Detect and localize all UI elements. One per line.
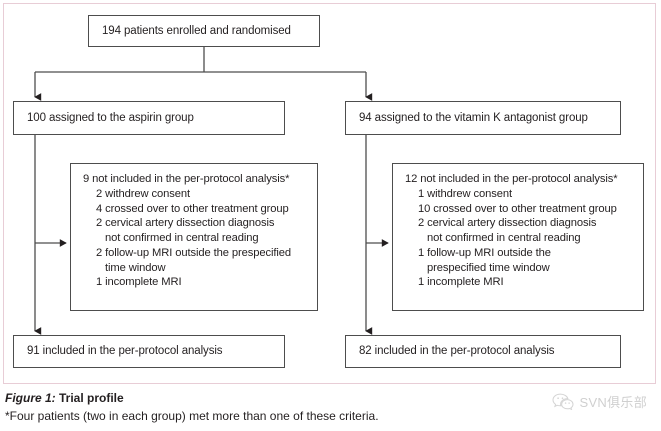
list-item-main: 2 follow-up MRI outside the prespecified bbox=[96, 246, 291, 259]
node-exclusions-aspirin: 9 not included in the per-protocol analy… bbox=[70, 163, 318, 311]
node-per-protocol-vitamin-k: 82 included in the per-protocol analysis bbox=[345, 335, 621, 368]
list-item-main: 2 cervical artery dissection diagnosis bbox=[418, 217, 597, 230]
list-item: 1 withdrew consent bbox=[418, 187, 633, 202]
list-item-main: 1 withdrew consent bbox=[418, 187, 512, 200]
node-enrolled: 194 patients enrolled and randomised bbox=[88, 15, 320, 47]
list-item-continuation: not confirmed in central reading bbox=[427, 232, 581, 245]
list-item: 10 crossed over to other treatment group bbox=[418, 202, 633, 217]
list-item-continuation: time window bbox=[105, 261, 166, 274]
node-aspirin-group: 100 assigned to the aspirin group bbox=[13, 101, 285, 135]
list-item: 1 follow-up MRI outside the prespecified… bbox=[418, 246, 633, 276]
wechat-icon bbox=[552, 393, 574, 410]
list-item: 2 cervical artery dissection diagnosis n… bbox=[418, 216, 633, 246]
list-item: 2 follow-up MRI outside the prespecified… bbox=[96, 246, 307, 276]
exclusions-aspirin-list: 2 withdrew consent 4 crossed over to oth… bbox=[83, 187, 307, 290]
node-exclusions-vitamin-k: 12 not included in the per-protocol anal… bbox=[392, 163, 644, 311]
list-item: 2 cervical artery dissection diagnosis n… bbox=[96, 216, 307, 246]
list-item-main: 2 cervical artery dissection diagnosis bbox=[96, 217, 275, 230]
caption-footnote: *Four patients (two in each group) met m… bbox=[5, 409, 379, 424]
node-per-protocol-aspirin: 91 included in the per-protocol analysis bbox=[13, 335, 285, 368]
list-item: 4 crossed over to other treatment group bbox=[96, 202, 307, 217]
figure-caption: Figure 1: Trial profile *Four patients (… bbox=[5, 390, 505, 424]
flow-connectors bbox=[34, 47, 389, 335]
list-item-main: 4 crossed over to other treatment group bbox=[96, 202, 289, 215]
watermark: SVN俱乐部 bbox=[552, 392, 647, 411]
exclusions-aspirin-heading: 9 not included in the per-protocol analy… bbox=[83, 173, 290, 185]
list-item: 1 incomplete MRI bbox=[418, 275, 633, 290]
exclusions-vitamin-k-heading: 12 not included in the per-protocol anal… bbox=[405, 173, 618, 185]
caption-figure-number: Figure 1: bbox=[5, 391, 56, 405]
list-item-main: 1 follow-up MRI outside the bbox=[418, 246, 551, 259]
list-item-main: 1 incomplete MRI bbox=[96, 276, 182, 289]
list-item-main: 10 crossed over to other treatment group bbox=[418, 202, 617, 215]
list-item-main: 2 withdrew consent bbox=[96, 187, 190, 200]
watermark-text: SVN俱乐部 bbox=[579, 395, 647, 410]
node-vitamin-k-group: 94 assigned to the vitamin K antagonist … bbox=[345, 101, 621, 135]
flow-diagram: 194 patients enrolled and randomised 100… bbox=[13, 15, 644, 368]
caption-title-text: Trial profile bbox=[55, 391, 124, 405]
list-item-continuation: prespecified time window bbox=[427, 261, 550, 274]
list-item: 2 withdrew consent bbox=[96, 187, 307, 202]
exclusions-vitamin-k-list: 1 withdrew consent 10 crossed over to ot… bbox=[405, 187, 633, 290]
list-item-main: 1 incomplete MRI bbox=[418, 276, 504, 289]
caption-title-line: Figure 1: Trial profile bbox=[5, 390, 505, 406]
list-item: 1 incomplete MRI bbox=[96, 275, 307, 290]
list-item-continuation: not confirmed in central reading bbox=[105, 232, 259, 245]
